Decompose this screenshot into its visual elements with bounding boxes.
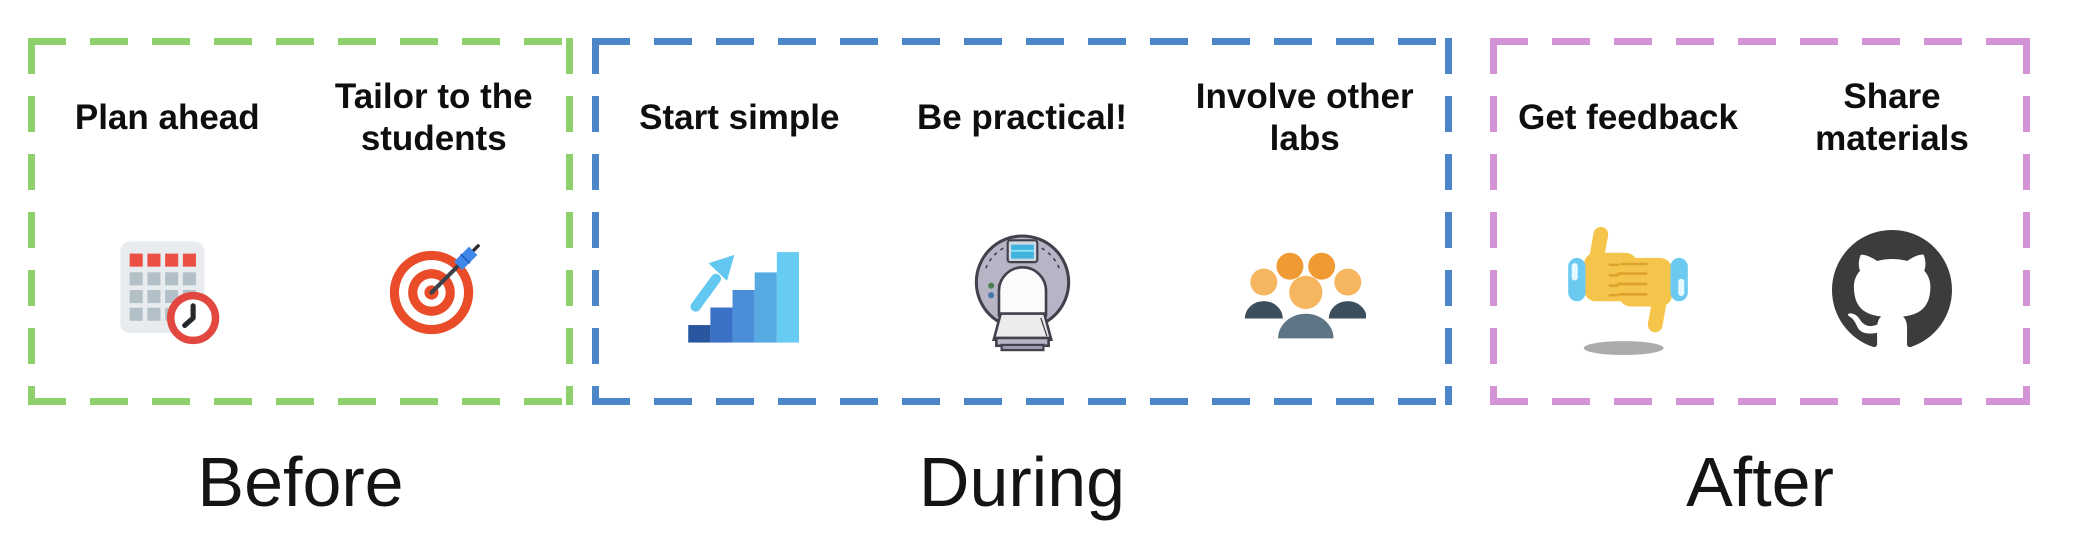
- thumbs-up-down-icon: [1563, 160, 1693, 405]
- calendar-clock-icon: [111, 160, 223, 405]
- dashed-border-bottom: [592, 398, 1452, 405]
- github-icon: [1832, 160, 1952, 405]
- item-title-start-simple: Start simple: [639, 98, 840, 137]
- phase-label-before: Before: [197, 443, 404, 521]
- dashed-border-bottom: [1490, 398, 2030, 405]
- dashed-border-left: [592, 38, 599, 405]
- item-involve-other-labs: Involve other labs: [1163, 76, 1446, 405]
- item-get-feedback: Get feedback: [1496, 76, 1760, 405]
- item-title-be-practical: Be practical!: [916, 98, 1128, 137]
- item-tailor-to-the-students: Tailor to the students: [301, 76, 568, 405]
- phase-after: Get feedback Share materials After: [1490, 38, 2030, 550]
- dashed-border-left: [1490, 38, 1497, 405]
- item-title-involve-other-labs: Involve other labs: [1195, 77, 1414, 158]
- item-title-share-materials: Share materials: [1815, 77, 1969, 158]
- dashed-border-right: [2023, 38, 2030, 405]
- phase-label-during: During: [918, 443, 1126, 521]
- people-group-icon: [1244, 160, 1366, 405]
- phase-box-during: Start simple Be practical! Involve other…: [592, 38, 1452, 405]
- item-title-plan-ahead: Plan ahead: [74, 98, 260, 137]
- item-title-get-feedback: Get feedback: [1518, 98, 1738, 137]
- phase-items: Start simple Be practical! Involve other…: [592, 38, 1452, 405]
- item-start-simple: Start simple: [598, 76, 881, 405]
- mri-scanner-icon: [965, 160, 1080, 405]
- phase-box-before: Plan ahead Tailor to the students: [28, 38, 573, 405]
- dashed-border-top: [592, 38, 1452, 45]
- dashed-border-top: [28, 38, 573, 45]
- phase-items: Get feedback Share materials: [1490, 38, 2030, 405]
- phase-box-after: Get feedback Share materials: [1490, 38, 2030, 405]
- item-be-practical: Be practical!: [881, 76, 1164, 405]
- growth-chart-icon: [679, 160, 800, 405]
- phase-label-after: After: [1686, 443, 1834, 521]
- dashed-border-bottom: [28, 398, 573, 405]
- target-dart-icon: [384, 160, 484, 405]
- phase-during: Start simple Be practical! Involve other…: [592, 38, 1452, 550]
- item-title-tailor-to-the-students: Tailor to the students: [334, 77, 533, 158]
- item-share-materials: Share materials: [1760, 76, 2024, 405]
- dashed-border-top: [1490, 38, 2030, 45]
- dashed-border-left: [28, 38, 35, 405]
- item-plan-ahead: Plan ahead: [34, 76, 301, 405]
- phase-items: Plan ahead Tailor to the students: [28, 38, 573, 405]
- dashed-border-right: [566, 38, 573, 405]
- phase-before: Plan ahead Tailor to the students: [28, 38, 573, 550]
- dashed-border-right: [1445, 38, 1452, 405]
